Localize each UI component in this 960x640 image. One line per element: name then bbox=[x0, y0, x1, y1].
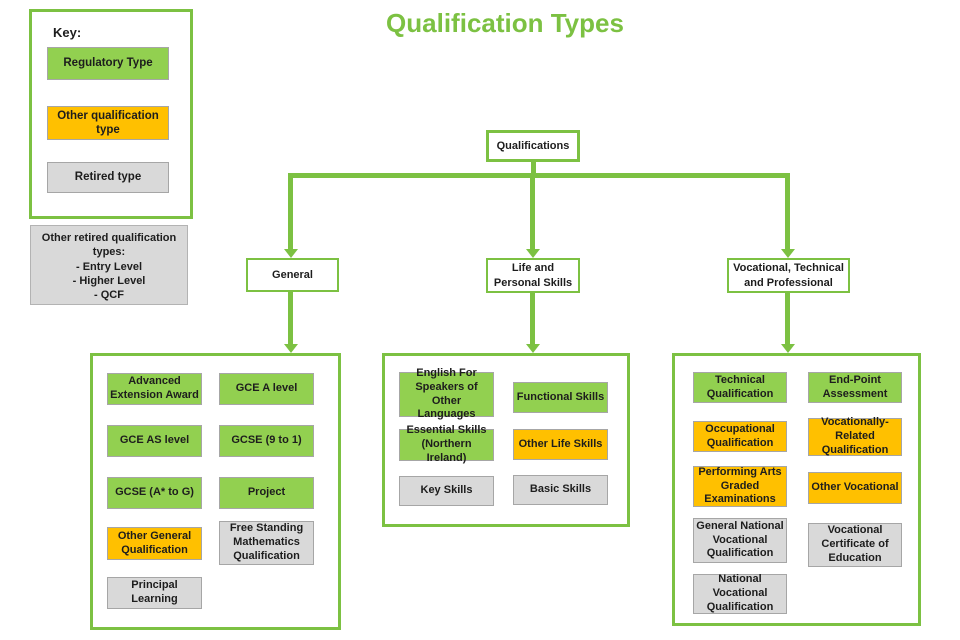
node-other-general-qualification: Other General Qualification bbox=[107, 527, 202, 560]
connector-life-group bbox=[530, 292, 535, 344]
node-essential-skills-northern-ireland: Essential Skills (Northern Ireland) bbox=[399, 424, 494, 464]
arrow-down-icon bbox=[526, 249, 540, 258]
retired-note-heading: Other retired qualification types: bbox=[41, 232, 177, 259]
node-project: Project bbox=[219, 477, 314, 509]
node-performing-arts-graded-examinations: Performing Arts Graded Examinations bbox=[693, 466, 787, 507]
connector-root-stem bbox=[531, 160, 536, 175]
arrow-down-icon bbox=[284, 344, 298, 353]
page-title: Qualification Types bbox=[386, 8, 624, 38]
node-functional-skills: Functional Skills bbox=[513, 382, 608, 413]
node-gce-as-level: GCE AS level bbox=[107, 425, 202, 457]
node-occupational-qualification: Occupational Qualification bbox=[693, 421, 787, 452]
node-life-and-personal-skills: Life and Personal Skills bbox=[486, 258, 580, 293]
node-advanced-extension-award: Advanced Extension Award bbox=[107, 373, 202, 405]
legend-other-qualification-type: Other qualification type bbox=[47, 106, 169, 140]
arrow-down-icon bbox=[781, 344, 795, 353]
node-end-point-assessment: End-Point Assessment bbox=[808, 372, 902, 403]
retired-note: Other retired qualification types: - Ent… bbox=[30, 225, 188, 305]
node-vocationally-related-qualification: Vocationally-Related Qualification bbox=[808, 416, 902, 456]
connector-drop-general bbox=[288, 176, 293, 249]
key-panel: Key: Regulatory Type Other qualification… bbox=[29, 9, 193, 219]
node-vocational-technical-and-professional: Vocational, Technical and Professional bbox=[727, 258, 850, 293]
key-heading: Key: bbox=[53, 25, 82, 40]
node-basic-skills: Basic Skills bbox=[513, 475, 608, 505]
arrow-down-icon bbox=[781, 249, 795, 258]
node-other-life-skills: Other Life Skills bbox=[513, 429, 608, 460]
arrow-down-icon bbox=[284, 249, 298, 258]
node-gce-a-level: GCE A level bbox=[219, 373, 314, 405]
retired-note-item: - Entry Level bbox=[75, 260, 143, 273]
node-principal-learning: Principal Learning bbox=[107, 577, 202, 609]
node-general-national-vocational-qualification: General National Vocational Qualificatio… bbox=[693, 518, 787, 563]
connector-drop-vocational bbox=[785, 176, 790, 249]
node-other-vocational: Other Vocational bbox=[808, 472, 902, 504]
node-gcse-9-to-1: GCSE (9 to 1) bbox=[219, 425, 314, 457]
group-life-and-personal-skills: English For Speakers of Other Languages … bbox=[382, 353, 630, 527]
connector-drop-life bbox=[530, 176, 535, 249]
node-technical-qualification: Technical Qualification bbox=[693, 372, 787, 403]
retired-note-item: - QCF bbox=[94, 289, 124, 302]
node-national-vocational-qualification: National Vocational Qualification bbox=[693, 573, 787, 614]
legend-regulatory-type: Regulatory Type bbox=[47, 47, 169, 80]
node-english-for-speakers-of-other-languages: English For Speakers of Other Languages bbox=[399, 367, 494, 420]
arrow-down-icon bbox=[526, 344, 540, 353]
group-vocational-technical-professional: Technical Qualification End-Point Assess… bbox=[672, 353, 921, 626]
node-qualifications: Qualifications bbox=[486, 130, 580, 162]
node-vocational-certificate-of-education: Vocational Certificate of Education bbox=[808, 523, 902, 567]
node-general: General bbox=[246, 258, 339, 292]
node-key-skills: Key Skills bbox=[399, 476, 494, 506]
node-free-standing-mathematics-qualification: Free Standing Mathematics Qualification bbox=[219, 521, 314, 565]
node-gcse-a-star-to-g: GCSE (A* to G) bbox=[107, 477, 202, 509]
legend-retired-type: Retired type bbox=[47, 162, 169, 193]
group-general: Advanced Extension Award GCE A level GCE… bbox=[90, 353, 341, 630]
retired-note-item: - Higher Level bbox=[72, 274, 146, 287]
connector-horizontal bbox=[288, 173, 790, 178]
connector-vocational-group bbox=[785, 292, 790, 344]
connector-general-group bbox=[288, 291, 293, 344]
